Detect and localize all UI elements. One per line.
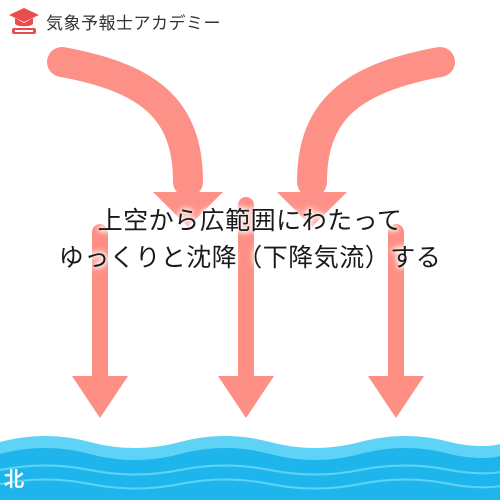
down-arrow-icon-center — [218, 197, 274, 418]
curved-down-arrow-icon-right — [277, 47, 455, 227]
header: 気象予報士アカデミー — [8, 6, 221, 36]
curved-down-arrow-icon-left — [47, 47, 223, 227]
region-label: 北 — [4, 467, 24, 491]
wave-icon — [0, 436, 500, 500]
down-arrow-icon-left — [72, 224, 128, 418]
brand-name: 気象予報士アカデミー — [46, 13, 221, 34]
graduation-cap-icon — [9, 8, 39, 34]
caption-line-2: ゆっくりと沈降（下降気流）する — [58, 243, 442, 272]
caption-line-1: 上空から広範囲にわたって — [97, 206, 403, 235]
down-arrow-icon-right — [368, 224, 424, 418]
diagram-caption: 上空から広範囲にわたって ゆっくりと沈降（下降気流）する — [0, 202, 500, 276]
